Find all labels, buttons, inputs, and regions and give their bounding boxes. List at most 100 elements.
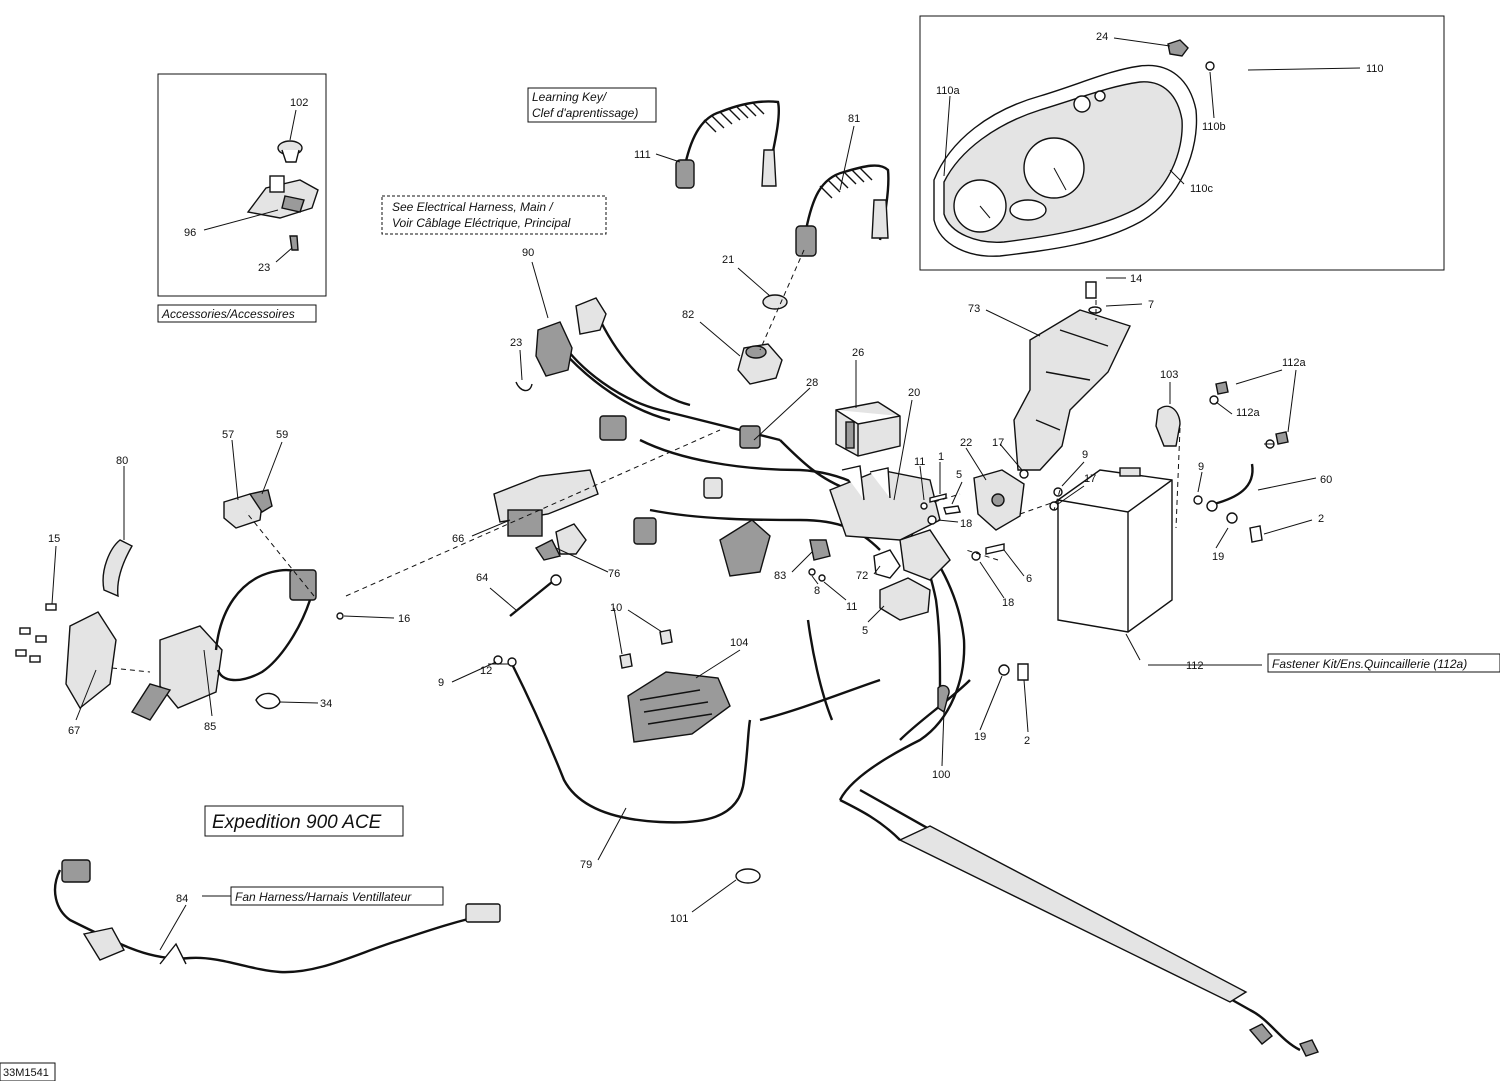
- callout-112: 112: [1186, 660, 1204, 672]
- callout-2: 2: [1318, 513, 1324, 525]
- harness-connector-c: [633, 517, 657, 545]
- callout-11: 11: [914, 456, 925, 468]
- see-main-harness-line2: Voir Câblage Eléctrique, Principal: [392, 216, 571, 230]
- part-103-boot: [1155, 405, 1181, 447]
- part-72-bracket: [873, 549, 901, 579]
- see-main-harness-box: [381, 195, 607, 235]
- long-harness: [859, 788, 1319, 1057]
- callout-112a: 112a: [1236, 407, 1261, 419]
- callout-23: 23: [510, 337, 522, 349]
- callout-17: 17: [1084, 473, 1096, 485]
- callout-66: 66: [452, 533, 464, 545]
- callout-84: 84: [176, 893, 188, 905]
- axis-dess: [759, 249, 805, 351]
- callout-28: 28: [806, 377, 818, 389]
- callout-67: 67: [68, 725, 80, 737]
- fan-harness-label: Fan Harness/Harnais Ventillateur: [235, 890, 412, 904]
- part-101-label: [735, 868, 761, 884]
- part-18-washer-b: [971, 551, 981, 561]
- part-110b-screw: [1205, 61, 1215, 71]
- callout-110c: 110c: [1190, 183, 1214, 195]
- callout-numbers: 102 96 23 111 81 90 23 21 82 26 28 20 24…: [48, 31, 1384, 925]
- leader-lines: [51, 37, 1361, 951]
- callout-110b: 110b: [1202, 121, 1226, 133]
- callout-24: 24: [1096, 31, 1108, 43]
- part-96-switch: [246, 175, 319, 219]
- callout-1: 1: [938, 451, 944, 463]
- instrument-cluster-frame: [919, 15, 1445, 271]
- callout-81: 81: [848, 113, 860, 125]
- accessories-label: Accessories/Accessoires: [161, 307, 295, 321]
- callout-5: 5: [862, 625, 868, 637]
- callout-21: 21: [722, 254, 734, 266]
- callout-96: 96: [184, 227, 196, 239]
- callout-76: 76: [608, 568, 620, 580]
- callout-110: 110: [1366, 63, 1384, 75]
- part-9-nut-b: [1193, 495, 1203, 505]
- part-104-module: [627, 671, 731, 743]
- callout-73: 73: [968, 303, 980, 315]
- callout-64: 64: [476, 572, 488, 584]
- part-60-cable: [1206, 463, 1254, 512]
- part-112a-bolt-b: [1275, 431, 1289, 445]
- callout-9: 9: [1198, 461, 1204, 473]
- part-112-battery: [1057, 467, 1173, 633]
- part-34-tie: [255, 692, 281, 710]
- callout-22: 22: [960, 437, 972, 449]
- part-10-clip-a: [619, 653, 633, 669]
- part-73-bracket: [1013, 309, 1131, 471]
- callout-11: 11: [846, 601, 857, 613]
- part-102-cap: [277, 140, 303, 163]
- callout-102: 102: [290, 97, 308, 109]
- part-24-grommet: [1167, 39, 1189, 57]
- part-112a-bolt-a: [1215, 381, 1229, 395]
- callout-82: 82: [682, 309, 694, 321]
- callout-110a: 110a: [936, 85, 961, 97]
- callout-79: 79: [580, 859, 592, 871]
- harness-connector-e: [719, 519, 771, 577]
- callout-104: 104: [730, 637, 748, 649]
- callout-20: 20: [908, 387, 920, 399]
- part-64-terminal: [509, 574, 562, 617]
- callout-101: 101: [670, 913, 688, 925]
- part-81-dess-key: [795, 164, 890, 257]
- callout-6: 6: [1026, 573, 1032, 585]
- callout-9: 9: [438, 677, 444, 689]
- callout-10: 10: [610, 602, 622, 614]
- fastener-kit-box: [1267, 653, 1500, 673]
- part-9-nut-a: [1053, 487, 1063, 497]
- part-83-sensor: [809, 539, 831, 561]
- callout-90: 90: [522, 247, 534, 259]
- callout-60: 60: [1320, 474, 1332, 486]
- callout-19: 19: [1212, 551, 1224, 563]
- callout-85: 85: [204, 721, 216, 733]
- part-22-starter-solenoid: [973, 469, 1025, 531]
- model-label: Expedition 900 ACE: [212, 812, 382, 833]
- part-8-nut: [808, 568, 816, 576]
- callout-18: 18: [960, 518, 972, 530]
- drawing-number-box: [0, 1062, 56, 1081]
- callout-26: 26: [852, 347, 864, 359]
- part-84-fan-harness: [53, 859, 501, 974]
- part-66-ecu-connector: [493, 469, 599, 537]
- harness-connector-d: [739, 425, 761, 449]
- fastener-kit-label: Fastener Kit/Ens.Quincaillerie (112a): [1272, 657, 1467, 671]
- part-110-cluster: [933, 64, 1198, 257]
- callout-19: 19: [974, 731, 986, 743]
- callout-8: 8: [814, 585, 820, 597]
- callout-2: 2: [1024, 735, 1030, 747]
- part-5-bolt: [943, 505, 961, 515]
- callout-100: 100: [932, 769, 950, 781]
- part-23-clip-b: [515, 381, 533, 392]
- part-100-clip: [937, 684, 950, 714]
- part-26-relay: [835, 401, 901, 457]
- part-17-nut-a: [1019, 469, 1029, 479]
- part-11-nut-b: [818, 574, 826, 582]
- part-21-nut: [762, 294, 788, 310]
- callout-18: 18: [1002, 597, 1014, 609]
- callout-16: 16: [398, 613, 410, 625]
- part-19-washer-b: [998, 664, 1010, 676]
- callout-5: 5: [956, 469, 962, 481]
- accessories-label-box: [157, 304, 317, 323]
